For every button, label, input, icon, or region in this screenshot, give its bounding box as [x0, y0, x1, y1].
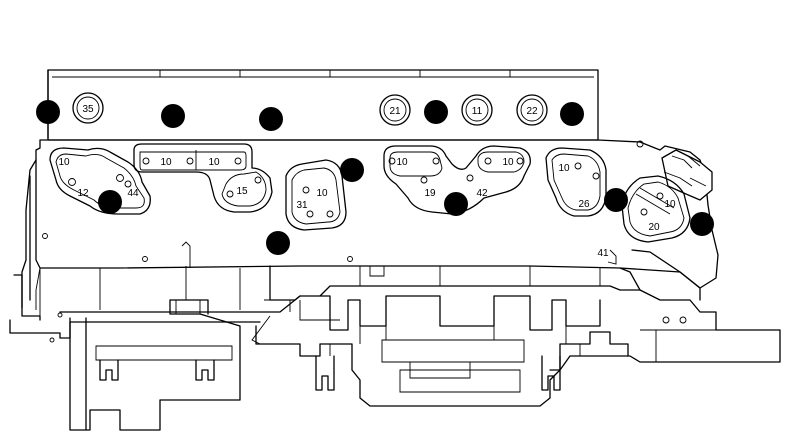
- port-35: 35: [72, 92, 104, 124]
- port-35-label: 35: [82, 104, 94, 115]
- passage-label: 10: [208, 157, 220, 168]
- passage-label: 10: [558, 163, 570, 174]
- passage-holes: [68, 157, 664, 218]
- passage-label: 15: [236, 186, 248, 197]
- port-22: 22: [516, 94, 548, 126]
- passage-label: 42: [476, 188, 488, 199]
- passage-label: 44: [127, 188, 139, 199]
- port-11-label: 11: [472, 106, 483, 117]
- fluid-passages: [49, 143, 691, 243]
- upper-cover-plate: [47, 69, 599, 141]
- passage-label: 31: [296, 200, 308, 211]
- passage-label: 19: [424, 188, 436, 199]
- port-22-label: 22: [526, 106, 538, 117]
- passage-label: 10: [664, 199, 676, 210]
- passage-label: 20: [648, 222, 660, 233]
- numbered-ports: 35 21 11 22: [72, 92, 548, 126]
- passage-label: 12: [77, 188, 89, 199]
- passage-labels: 10 12 44 10 10 15 31 10 10 19 42 10 10 2…: [58, 157, 676, 259]
- connector-housing: [69, 299, 241, 431]
- passage-label: 10: [58, 157, 70, 168]
- port-21: 21: [379, 94, 411, 126]
- port-11: 11: [461, 94, 493, 126]
- port-21-label: 21: [389, 106, 401, 117]
- passage-label: 26: [578, 199, 590, 210]
- passage-label: 10: [502, 157, 514, 168]
- filled-holes: [36, 100, 714, 255]
- passage-label: 10: [396, 157, 408, 168]
- valve-body-casting: [21, 139, 719, 310]
- passage-label: 10: [316, 188, 328, 199]
- passage-label: 10: [160, 157, 172, 168]
- lower-housing: [9, 249, 781, 407]
- solenoid-connector: [661, 149, 713, 201]
- passage-label: 41: [597, 248, 609, 259]
